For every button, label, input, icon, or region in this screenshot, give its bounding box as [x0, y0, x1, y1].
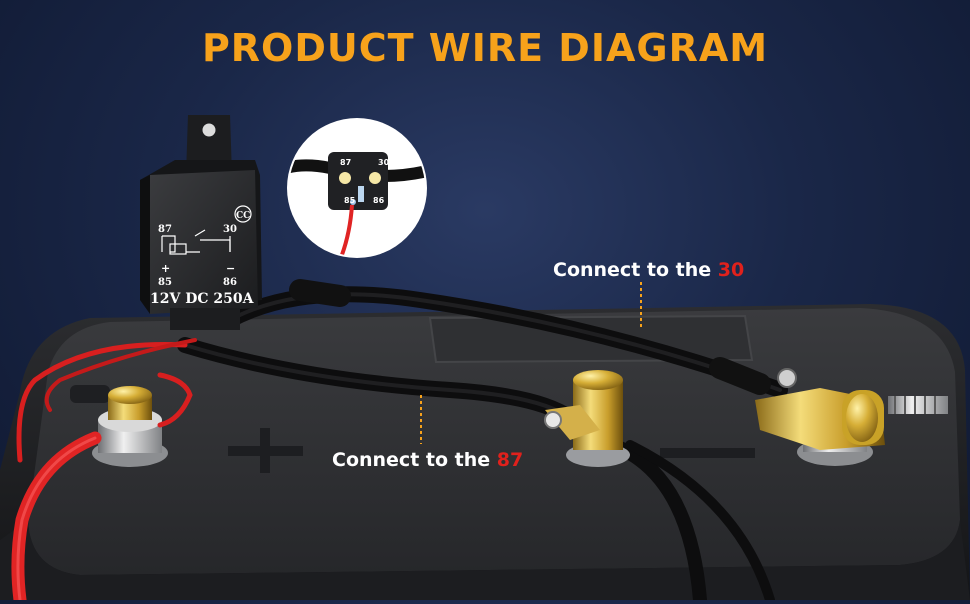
left-battery-terminal	[92, 386, 168, 467]
callout-87-text: Connect to the	[332, 449, 497, 471]
red-wires	[11, 338, 197, 604]
relay	[140, 115, 262, 330]
relay-pin-inset	[287, 118, 427, 258]
relay-minus-sign: −	[226, 262, 235, 275]
relay-plus-sign: +	[161, 262, 170, 275]
relay-cert-mark: CC	[236, 211, 250, 221]
callout-87-number: 87	[496, 449, 524, 471]
inset-pin-85-label: 85	[344, 196, 356, 205]
inset-pin-30-label: 30	[378, 158, 390, 167]
diagram-title: PRODUCT WIRE DIAGRAM	[201, 26, 769, 70]
clamp-terminal	[755, 368, 948, 450]
inset-pin-86-label: 86	[373, 196, 385, 205]
callout-connect-30: Connect to the 30	[553, 259, 744, 281]
callout-30-text: Connect to the	[553, 259, 718, 281]
relay-pin-85-label: 85	[158, 277, 172, 288]
black-cables	[177, 279, 788, 604]
relay-rating: 12V DC 250A	[150, 291, 255, 307]
callout-30-number: 30	[717, 259, 745, 281]
relay-pin-86-label: 86	[223, 277, 237, 288]
relay-pin-30-label: 30	[223, 224, 237, 235]
middle-battery-terminal	[544, 370, 630, 467]
callout-connect-87: Connect to the 87	[332, 449, 523, 471]
relay-pin-87-label: 87	[158, 224, 172, 235]
inset-pin-87-label: 87	[340, 158, 351, 167]
